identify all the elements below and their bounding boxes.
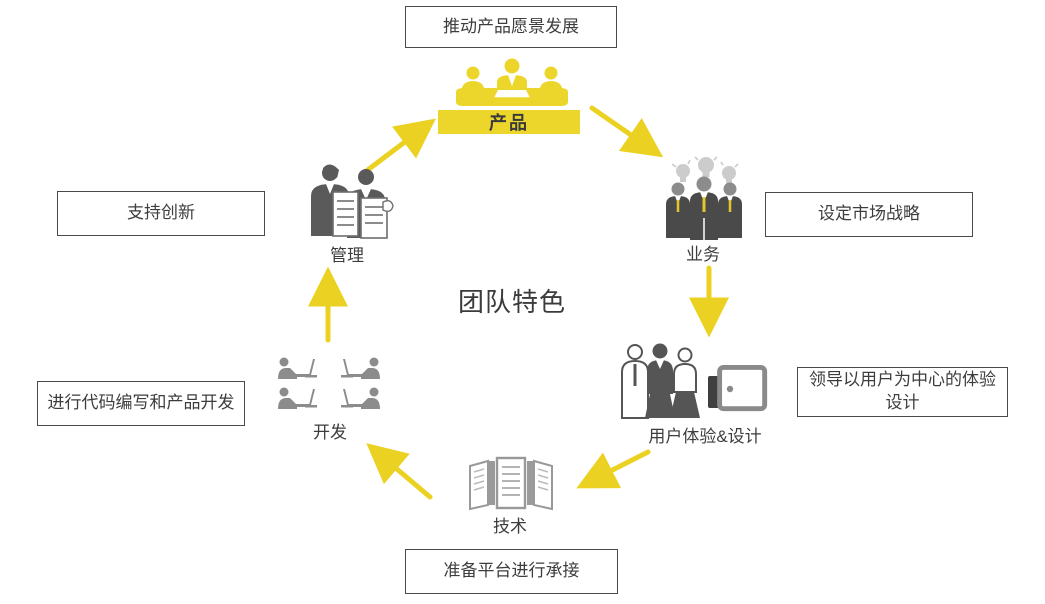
servers-icon — [462, 456, 560, 512]
businessmen-lightbulbs-icon — [660, 156, 748, 242]
meeting-table-icon — [448, 58, 576, 110]
managers-checklists-icon — [303, 162, 395, 242]
business-node-label: 业务 — [686, 245, 720, 264]
ux-node-label: 用户体验&设计 — [648, 427, 762, 446]
dev-node-label: 开发 — [313, 423, 347, 442]
product-node-label: 产品 — [438, 110, 580, 134]
arrow-tech-to-dev — [366, 443, 433, 500]
arrow-ux-to-tech — [576, 449, 651, 489]
callout-tech: 准备平台进行承接 — [405, 549, 618, 594]
people-devices-icon — [618, 342, 770, 422]
callout-business: 设定市场战略 — [765, 192, 973, 237]
callout-product: 推动产品愿景发展 — [405, 6, 617, 48]
callout-management: 支持创新 — [57, 191, 265, 236]
diagram-title: 团队特色 — [457, 287, 566, 317]
management-node-label: 管理 — [330, 246, 364, 265]
developers-workstations-icon — [277, 357, 385, 419]
arrow-management-to-product — [362, 118, 436, 175]
arrow-product-to-business — [589, 105, 664, 158]
callout-ux: 领导以用户为中心的体验设计 — [797, 367, 1008, 417]
tech-node-label: 技术 — [493, 517, 527, 536]
callout-dev: 进行代码编写和产品开发 — [37, 381, 245, 426]
